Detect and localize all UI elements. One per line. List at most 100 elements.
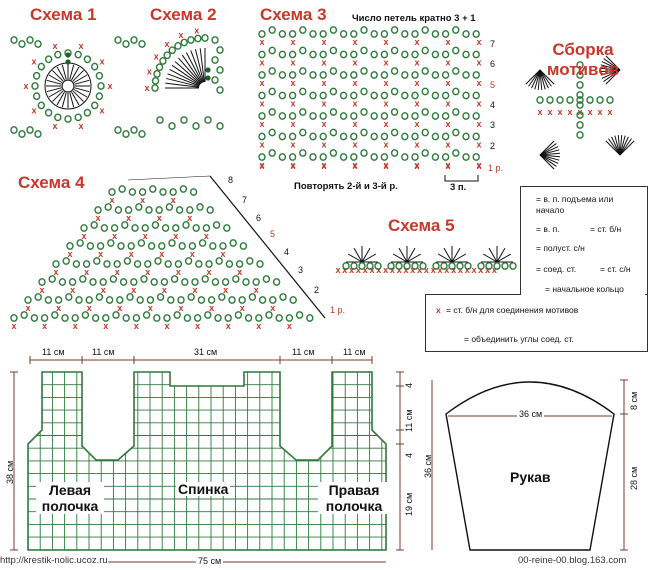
svg-text:x: x (226, 321, 231, 331)
svg-text:x: x (259, 78, 264, 88)
svg-text:x: x (444, 265, 449, 275)
svg-text:x: x (352, 160, 357, 170)
svg-text:x: x (403, 265, 408, 275)
svg-text:x: x (352, 37, 357, 47)
svg-text:x: x (56, 303, 61, 313)
svg-text:x: x (240, 303, 245, 313)
svg-text:x: x (99, 106, 104, 116)
svg-text:x: x (383, 265, 388, 275)
svg-text:x: x (445, 119, 450, 129)
svg-text:x: x (134, 321, 139, 331)
svg-text:x: x (352, 58, 357, 68)
svg-text:x: x (369, 265, 374, 275)
svg-text:x: x (131, 285, 136, 295)
svg-text:x: x (204, 231, 209, 241)
svg-text:x: x (99, 56, 104, 66)
svg-text:x: x (410, 265, 415, 275)
dim-sleeve-right-2: 28 см (629, 466, 639, 490)
legend-x-symbol: x (436, 305, 441, 315)
svg-text:x: x (159, 249, 164, 259)
svg-text:x: x (195, 321, 200, 331)
svg-text:x: x (445, 78, 450, 88)
svg-text:x: x (270, 303, 275, 313)
scheme-4-row-7: 7 (242, 195, 248, 205)
svg-text:x: x (478, 265, 483, 275)
label-back: Спинка (176, 481, 231, 497)
dim-right-4: 19 см (404, 492, 414, 516)
svg-text:x: x (154, 52, 159, 62)
svg-text:x: x (178, 30, 183, 40)
assembly-title: Сборка мотивов (546, 40, 620, 79)
scheme-3-row-5: 5 (490, 80, 496, 90)
svg-text:x: x (144, 83, 149, 93)
svg-text:x: x (129, 249, 134, 259)
svg-text:x: x (256, 321, 261, 331)
svg-text:x: x (321, 160, 326, 170)
svg-text:x: x (414, 99, 419, 109)
dim-left-height: 38 см (5, 460, 15, 484)
svg-text:x: x (140, 195, 145, 205)
garment-grid (28, 372, 386, 550)
scheme-3-row-4: 4 (490, 100, 496, 110)
svg-text:x: x (178, 303, 183, 313)
scheme-2-title: Схема 2 (150, 5, 217, 24)
svg-text:x: x (397, 265, 402, 275)
scheme-4-row-5: 5 (270, 229, 276, 239)
svg-text:x: x (383, 99, 388, 109)
svg-text:x: x (73, 321, 78, 331)
svg-text:x: x (290, 58, 295, 68)
svg-text:x: x (342, 265, 347, 275)
legend-dc: = ст. с/н (600, 264, 631, 274)
dim-sleeve-right-1: 8 см (629, 391, 639, 410)
svg-text:x: x (363, 265, 368, 275)
svg-text:x: x (147, 67, 152, 77)
svg-text:x: x (259, 161, 264, 171)
svg-text:x: x (321, 37, 326, 47)
svg-text:x: x (376, 265, 381, 275)
legend-hdc: = полуст. с/н (536, 243, 585, 253)
svg-text:x: x (101, 285, 106, 295)
svg-text:x: x (42, 321, 47, 331)
svg-text:x: x (117, 303, 122, 313)
svg-text:x: x (187, 213, 192, 223)
svg-text:x: x (383, 160, 388, 170)
dim-bottom-width: 75 см (196, 556, 224, 566)
svg-text:x: x (32, 56, 37, 66)
svg-text:x: x (78, 121, 83, 131)
svg-text:x: x (321, 119, 326, 129)
svg-text:x: x (567, 107, 572, 117)
label-right-front: Правая полочка (318, 482, 390, 514)
svg-text:x: x (476, 37, 481, 47)
svg-text:x: x (103, 321, 108, 331)
svg-text:x: x (352, 161, 357, 171)
svg-text:x: x (25, 303, 30, 313)
svg-text:x: x (587, 107, 592, 117)
svg-text:x: x (383, 78, 388, 88)
scheme-4-row-8: 8 (228, 175, 234, 185)
svg-text:x: x (164, 321, 169, 331)
scheme-3-row-2: 2 (490, 141, 496, 151)
scheme-1-title: Схема 1 (30, 5, 97, 24)
svg-text:x: x (148, 303, 153, 313)
svg-text:x: x (414, 37, 419, 47)
svg-text:x: x (11, 321, 16, 331)
svg-text:x: x (290, 161, 295, 171)
svg-text:x: x (192, 285, 197, 295)
svg-text:x: x (259, 37, 264, 47)
svg-text:x: x (287, 321, 292, 331)
legend-box-top (520, 186, 648, 295)
svg-text:x: x (335, 265, 340, 275)
svg-text:x: x (321, 161, 326, 171)
svg-text:x: x (32, 106, 37, 116)
svg-text:x: x (220, 249, 225, 259)
scheme-3-row-6: 6 (490, 59, 496, 69)
scheme-4-row-1: 1 р. (330, 305, 346, 315)
svg-text:x: x (115, 267, 120, 277)
start-ring (61, 79, 75, 93)
svg-text:x: x (414, 161, 419, 171)
svg-text:x: x (290, 160, 295, 170)
svg-text:x: x (23, 81, 28, 91)
svg-text:x: x (352, 140, 357, 150)
scheme-3-row-7: 7 (490, 39, 496, 49)
